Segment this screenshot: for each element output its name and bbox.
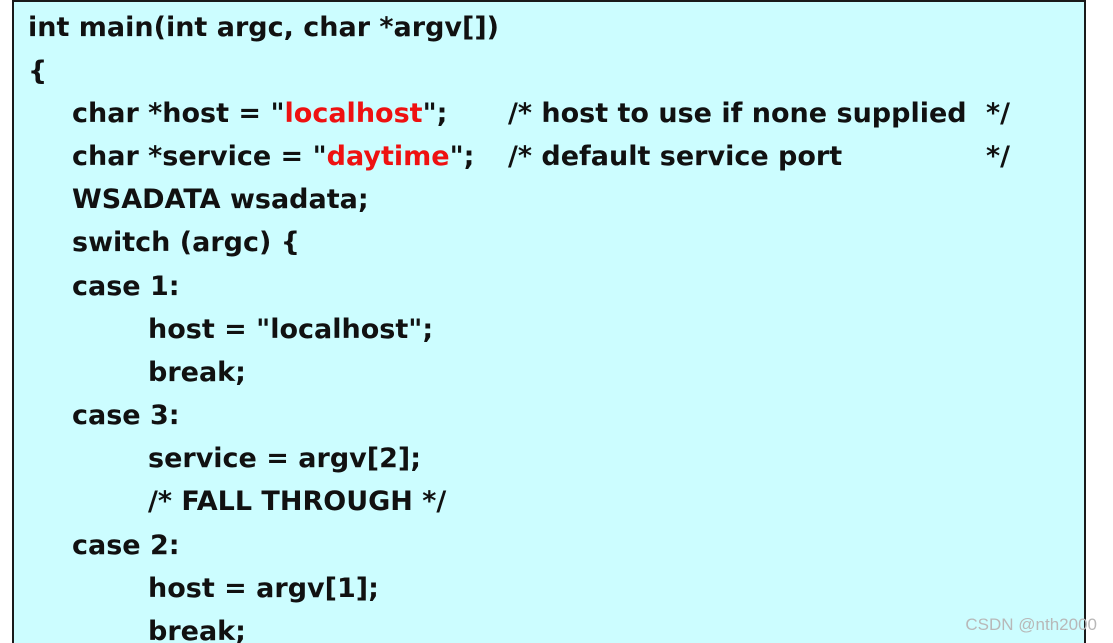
code-line-switch: switch (argc) { bbox=[72, 227, 300, 258]
code-comment-end: */ bbox=[986, 141, 1010, 172]
code-line-host-argv: host = argv[1]; bbox=[148, 573, 379, 604]
code-line-break-2: break; bbox=[148, 616, 246, 643]
code-line-break: break; bbox=[148, 357, 246, 388]
code-comment-end: */ bbox=[986, 98, 1010, 129]
code-text: char *service = " bbox=[72, 141, 327, 172]
code-line-wsadata: WSADATA wsadata; bbox=[72, 184, 369, 215]
string-literal: localhost bbox=[284, 98, 423, 129]
code-line-main-signature: int main(int argc, char *argv[]) bbox=[28, 12, 500, 43]
watermark: CSDN @nth2000 bbox=[965, 615, 1097, 634]
code-line-open-brace: { bbox=[28, 56, 48, 87]
code-line-case-3: case 3: bbox=[72, 400, 180, 431]
code-comment-host: /* host to use if none supplied bbox=[508, 98, 967, 129]
code-text: char *host = " bbox=[72, 98, 285, 129]
code-line-service-assign: service = argv[2]; bbox=[148, 443, 422, 474]
code-line-service-decl: char *service = "daytime"; bbox=[72, 141, 474, 173]
code-comment-service: /* default service port bbox=[508, 141, 843, 172]
code-line-case-2: case 2: bbox=[72, 530, 180, 561]
code-line-host-assign: host = "localhost"; bbox=[148, 314, 434, 345]
code-block: int main(int argc, char *argv[]) { char … bbox=[12, 0, 1086, 643]
code-line-case-1: case 1: bbox=[72, 271, 180, 302]
code-text: "; bbox=[422, 98, 448, 129]
string-literal: daytime bbox=[326, 141, 450, 172]
code-line-fall-through-comment: /* FALL THROUGH */ bbox=[148, 486, 447, 517]
code-text: "; bbox=[449, 141, 475, 172]
code-line-host-decl: char *host = "localhost"; bbox=[72, 98, 447, 130]
